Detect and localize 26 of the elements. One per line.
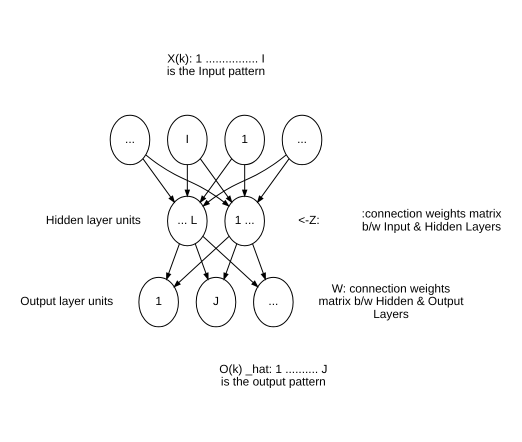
node-ellipse: I bbox=[167, 114, 208, 166]
arrow bbox=[252, 244, 266, 281]
node-ellipse: ... bbox=[110, 114, 150, 166]
label: Hidden layer units bbox=[46, 213, 141, 228]
label: O(k) _hat: 1 .......... J is the output pattern bbox=[219, 362, 328, 389]
arrow bbox=[173, 236, 230, 288]
label: :connection weights matrix b/w Input & Hidden Layers bbox=[362, 206, 502, 234]
node-ellipse: 1 bbox=[138, 276, 179, 328]
arrow bbox=[194, 244, 209, 281]
arrow bbox=[142, 158, 176, 204]
arrow bbox=[202, 236, 259, 288]
label: W: connection weights matrix b/w Hidden & Output Layers bbox=[318, 281, 464, 322]
label: X(k): 1 ................ I is the Input pattern bbox=[166, 51, 266, 78]
node-ellipse: ... bbox=[282, 114, 322, 166]
label: Output layer units bbox=[20, 294, 114, 308]
node-ellipse: J bbox=[196, 276, 236, 328]
node-ellipse: ... bbox=[253, 276, 294, 328]
label: <-Z: bbox=[298, 213, 320, 228]
arrow bbox=[184, 164, 190, 198]
arrow bbox=[145, 154, 230, 207]
arrow bbox=[202, 154, 287, 207]
node-ellipse: 1 bbox=[224, 114, 265, 166]
arrow bbox=[256, 158, 290, 204]
arrow bbox=[242, 164, 248, 198]
arrow bbox=[166, 244, 180, 281]
arrow bbox=[223, 244, 238, 281]
